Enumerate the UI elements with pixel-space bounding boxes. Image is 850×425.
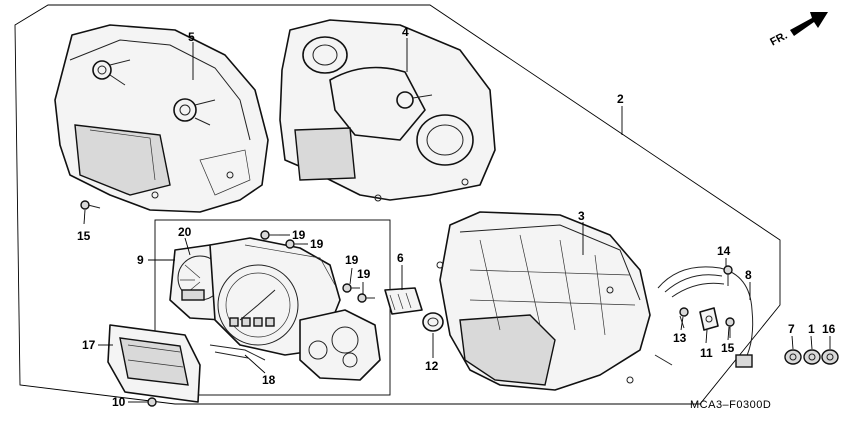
leader-lines [83,38,831,403]
screw-15a-icon [80,200,101,210]
grommet-ring [422,312,444,332]
nut-16-icon [821,349,839,365]
callout-9: 9 [137,253,144,267]
callout-15-right: 15 [721,341,735,355]
callout-13: 13 [673,331,687,345]
lower-case [436,211,673,391]
drawing-code: MCA3–F0300D [690,399,771,411]
callout-1: 1 [808,322,815,336]
callout-14: 14 [717,244,731,258]
callout-19-d: 19 [357,267,371,281]
callout-16: 16 [822,322,836,336]
wire-harness [657,266,754,368]
screw-19a-icon [260,230,279,240]
screw-14-icon [723,265,733,286]
assembly-frame [14,4,781,405]
front-bezel [279,19,496,202]
callout-3: 3 [578,209,585,223]
rear-housing-cover [54,24,269,213]
nut-7-icon [784,349,802,365]
lcd-display-unit [107,324,201,403]
callout-2: 2 [617,92,624,106]
screw-10-icon [140,397,157,407]
clamp-bracket [699,307,719,331]
screw-19d-icon [357,293,375,303]
callout-19-a: 19 [292,228,306,242]
callout-4: 4 [402,25,409,39]
callout-17: 17 [82,338,96,352]
fasteners [80,200,735,407]
screw-19b-icon [285,239,304,249]
callout-18: 18 [262,373,276,387]
callout-15-left: 15 [77,229,91,243]
direction-label: FR. [768,30,789,49]
callout-20: 20 [178,225,192,239]
screw-19c-icon [342,283,360,293]
front-direction-arrow-icon: FR. [768,12,828,49]
sub-gauge-cluster [299,309,381,381]
callout-5: 5 [188,30,195,44]
callout-19-c: 19 [345,253,359,267]
screw-13-icon [679,307,689,329]
callout-labels: 5 4 2 3 6 12 20 9 17 10 18 15 19 19 19 1… [77,25,836,409]
lcd-segment-block [229,317,275,327]
callout-19-b: 19 [310,237,324,251]
callout-7: 7 [788,322,795,336]
connector-block [384,287,423,315]
callout-11: 11 [700,346,713,360]
callout-8: 8 [745,268,752,282]
callout-6: 6 [397,251,404,265]
washer-1-icon [803,349,821,365]
screw-15b-icon [725,317,735,338]
callout-10: 10 [112,395,126,409]
callout-12: 12 [425,359,439,373]
